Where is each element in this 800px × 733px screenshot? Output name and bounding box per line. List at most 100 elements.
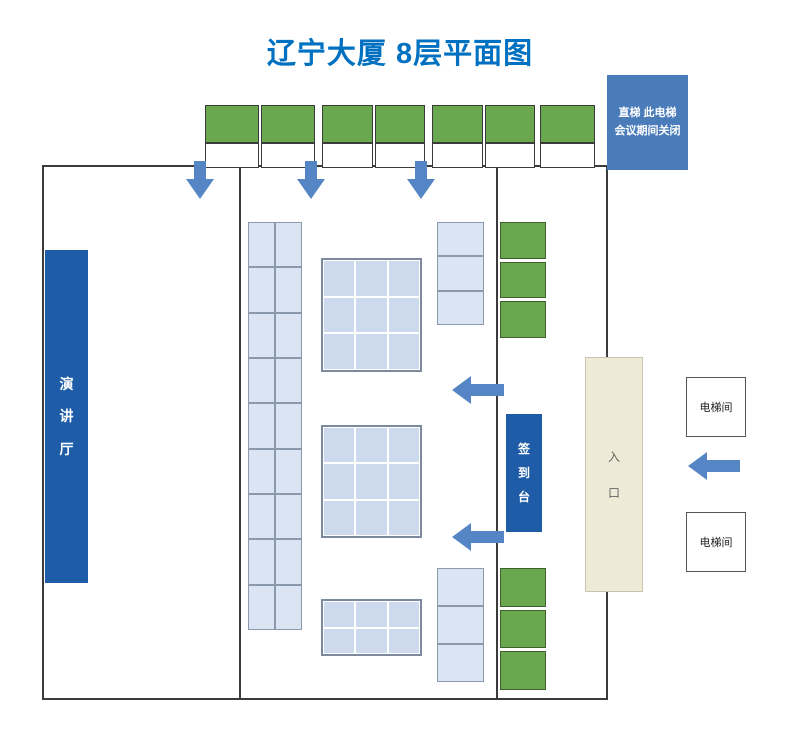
seat-cell [355,427,388,464]
seat-cell [323,260,356,297]
seat-cell [275,403,302,449]
left-arrow-icon [452,523,504,551]
entrance-left-arrow-icon [688,452,740,480]
seat-cell [540,143,595,168]
elevator-room-bottom: 电梯间 [686,512,746,572]
seat-cell [500,301,546,338]
seat-cell [500,651,546,690]
seat-cell [323,627,356,654]
seat-cell [322,143,373,168]
wall-divider-left [239,165,241,700]
seat-cell [437,568,484,606]
seat-cell [432,105,483,143]
top-green-room-segment [322,105,425,143]
seat-cell [432,143,483,168]
lecture-hall-stage: 演讲厅 [45,250,88,583]
seat-cell [322,105,373,143]
elevator-room-top-label: 电梯间 [699,402,733,414]
seat-cell [500,222,546,259]
seat-cell [387,499,420,536]
seat-cell [484,143,535,168]
seat-cell [387,296,420,334]
entrance-area: 入口 [585,357,643,592]
seat-cell [275,357,302,404]
seat-cell [248,493,275,540]
top-green-room-segment [432,105,535,143]
seat-cell [323,601,356,628]
signin-desk: 签到台 [506,414,542,532]
down-arrow-icon [407,161,435,199]
seat-cell [261,143,315,168]
entrance-label: 入口 [607,449,620,500]
seat-cell [248,312,275,358]
seat-cell [323,296,356,334]
seat-cell [275,539,302,585]
seat-column-right-bottom [437,568,484,682]
seat-cell [355,499,388,536]
seat-cell [323,427,356,464]
top-white-room-segment [322,143,425,168]
seat-cell [437,290,484,325]
seat-cell [261,105,315,143]
seat-cell [248,357,275,404]
elevator-room-top: 电梯间 [686,377,746,437]
table-block-bottom [321,599,422,656]
seat-cell [355,463,388,500]
seat-cell [205,143,259,168]
seat-cell [500,609,546,649]
seat-cell [437,644,484,682]
seat-cell [484,105,535,143]
top-white-room-segment [432,143,535,168]
table-block-top [321,258,422,372]
seat-cell [355,627,388,654]
wall-divider-right [496,165,498,700]
seat-cell [248,448,275,494]
down-arrow-icon [297,161,325,199]
seat-cell [275,222,302,268]
seat-cell [387,260,420,297]
seat-cell [437,606,484,644]
seat-cell [355,333,388,370]
seat-cell [275,267,302,313]
seat-cell [387,463,420,500]
seat-cell [437,222,484,257]
top-green-room-segment [205,105,315,143]
seat-cell [275,584,302,630]
seat-cell [248,539,275,585]
seat-cell [248,222,275,268]
seat-cell [248,267,275,313]
table-block-middle [321,425,422,538]
seat-cell [323,463,356,500]
seat-column-right-top [437,222,484,325]
seat-column-long [248,222,302,630]
seat-cell [275,493,302,540]
elevator-room-bottom-label: 电梯间 [699,537,733,549]
seat-cell [248,403,275,449]
seat-cell [374,105,425,143]
seat-cell [500,261,546,299]
top-white-room-segment [205,143,315,168]
left-arrow-icon [452,376,504,404]
green-cabinet-column-bottom [500,568,546,690]
seat-cell [355,260,388,297]
seat-cell [540,105,595,143]
seat-cell [500,568,546,607]
seat-cell [248,584,275,630]
seat-cell [387,333,420,370]
seat-cell [323,333,356,370]
seat-cell [275,448,302,494]
top-white-room-segment [540,143,595,168]
down-arrow-icon [186,161,214,199]
seat-cell [205,105,259,143]
seat-cell [387,627,420,654]
signin-desk-label: 签到台 [517,442,530,504]
page-title: 辽宁大厦 8层平面图 [266,38,534,70]
seat-cell [437,256,484,291]
seat-cell [387,427,420,464]
seat-cell [355,296,388,334]
elevator-closed-note: 直梯 此电梯会议期间关闭 [607,75,688,170]
seat-cell [387,601,420,628]
top-green-room-segment [540,105,595,143]
green-cabinet-column-top [500,222,546,338]
